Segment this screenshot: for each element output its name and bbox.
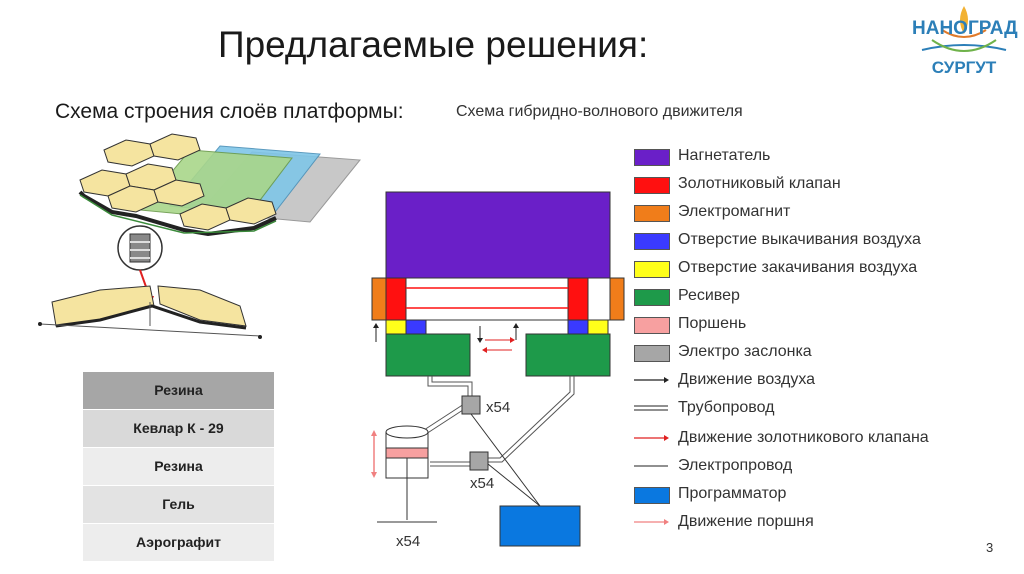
legend-swatch — [634, 487, 670, 504]
legend-label: Электро заслонка — [678, 343, 812, 360]
legend-item: Поршень — [632, 314, 1012, 334]
legend-label: Поршень — [678, 315, 747, 332]
legend-label: Движение поршня — [678, 513, 814, 530]
legend-line-icon — [634, 405, 668, 411]
layer-row: Аэрографит — [83, 524, 274, 562]
legend-item: Трубопровод — [632, 398, 1012, 418]
legend-item: Отверстие закачивания воздуха — [632, 258, 1012, 278]
legend-item: Отверстие выкачивания воздуха — [632, 230, 1012, 250]
x54-label-top: x54 — [486, 399, 510, 416]
legend-swatch — [634, 261, 670, 278]
legend-label: Движение воздуха — [678, 371, 816, 388]
electromagnet-left — [371, 277, 387, 321]
legend-arrow-icon — [634, 519, 669, 525]
layer-label: Резина — [154, 458, 203, 474]
legend-label: Ресивер — [678, 287, 740, 304]
legend-label: Трубопровод — [678, 399, 775, 416]
receiver-right — [525, 333, 611, 377]
layers-table: Резина Кевлар К - 29 Резина Гель Аэрогра… — [83, 372, 274, 562]
legend-item: Золотниковый клапан — [632, 174, 1012, 194]
legend-item: Программатор — [632, 484, 1012, 504]
x54-label-bottom: x54 — [396, 533, 420, 550]
legend-label: Движение золотникового клапана — [678, 429, 929, 446]
receiver-left — [385, 333, 471, 377]
layers-scheme-title: Схема строения слоёв платформы: — [55, 100, 404, 123]
legend-arrow-icon — [634, 377, 669, 383]
logo-text-bottom: СУРГУТ — [931, 58, 997, 77]
legend-item: Движение поршня — [632, 512, 1012, 532]
page-number: 3 — [986, 540, 994, 555]
legend-swatch — [634, 177, 670, 194]
spool-valve-left — [385, 277, 407, 321]
blower — [385, 191, 611, 279]
logo-text-top: НАНОГРАД — [912, 18, 1018, 39]
legend-swatch — [634, 149, 670, 166]
platform-illustration — [38, 133, 361, 339]
electromagnet-right — [609, 277, 625, 321]
layer-row: Резина — [83, 372, 274, 410]
exhaust-hole-left — [405, 319, 427, 335]
legend-label: Электропровод — [678, 457, 793, 474]
propulsor-diagram: x54 x54 x54 — [371, 191, 625, 550]
legend-item: Ресивер — [632, 286, 1012, 306]
logo-graphic — [921, 6, 1007, 52]
layer-row: Гель — [83, 486, 274, 524]
nanograd-logo: НАНОГРАД СУРГУТ — [912, 0, 1018, 86]
wire — [470, 413, 541, 507]
legend-item: Электромагнит — [632, 202, 1012, 222]
damper-bottom — [469, 451, 489, 471]
page-title: Предлагаемые решения: — [218, 24, 649, 65]
legend-line-icon — [634, 465, 668, 467]
legend-swatch — [634, 205, 670, 222]
x54-label-mid: x54 — [470, 475, 494, 492]
legend-arrow-icon — [634, 435, 669, 441]
legend-item: Движение воздуха — [632, 370, 1012, 390]
piston — [385, 447, 429, 459]
damper-top — [461, 395, 481, 415]
hex-tiles — [78, 133, 277, 237]
legend-label: Программатор — [678, 485, 787, 502]
legend-swatch — [634, 317, 670, 334]
layer-label: Кевлар К - 29 — [133, 420, 224, 436]
programmer — [499, 505, 581, 547]
intake-hole-left — [385, 319, 407, 335]
legend-label: Нагнетатель — [678, 147, 771, 164]
layer-row: Резина — [83, 448, 274, 486]
bent-plate-right — [157, 285, 247, 327]
legend-label: Золотниковый клапан — [678, 175, 841, 192]
legend-item: Электро заслонка — [632, 342, 1012, 362]
layer-label: Аэрографит — [136, 534, 221, 550]
layer-label: Гель — [162, 496, 195, 512]
legend-item: Движение золотникового клапана — [632, 428, 1012, 448]
propulsor-scheme-title: Схема гибридно-волнового движителя — [456, 103, 743, 120]
legend-swatch — [634, 345, 670, 362]
legend-label: Отверстие выкачивания воздуха — [678, 231, 921, 248]
legend-item: Нагнетатель — [632, 146, 1012, 166]
layer-row: Кевлар К - 29 — [83, 410, 274, 448]
intake-hole-right — [587, 319, 609, 335]
spool-valve-right — [567, 277, 589, 321]
wire — [487, 463, 541, 507]
legend-swatch — [634, 233, 670, 250]
legend-item: Электропровод — [632, 456, 1012, 476]
legend-label: Отверстие закачивания воздуха — [678, 259, 918, 276]
exhaust-hole-right — [567, 319, 589, 335]
legend-swatch — [634, 289, 670, 306]
layer-label: Резина — [154, 382, 203, 398]
legend-label: Электромагнит — [678, 203, 791, 220]
